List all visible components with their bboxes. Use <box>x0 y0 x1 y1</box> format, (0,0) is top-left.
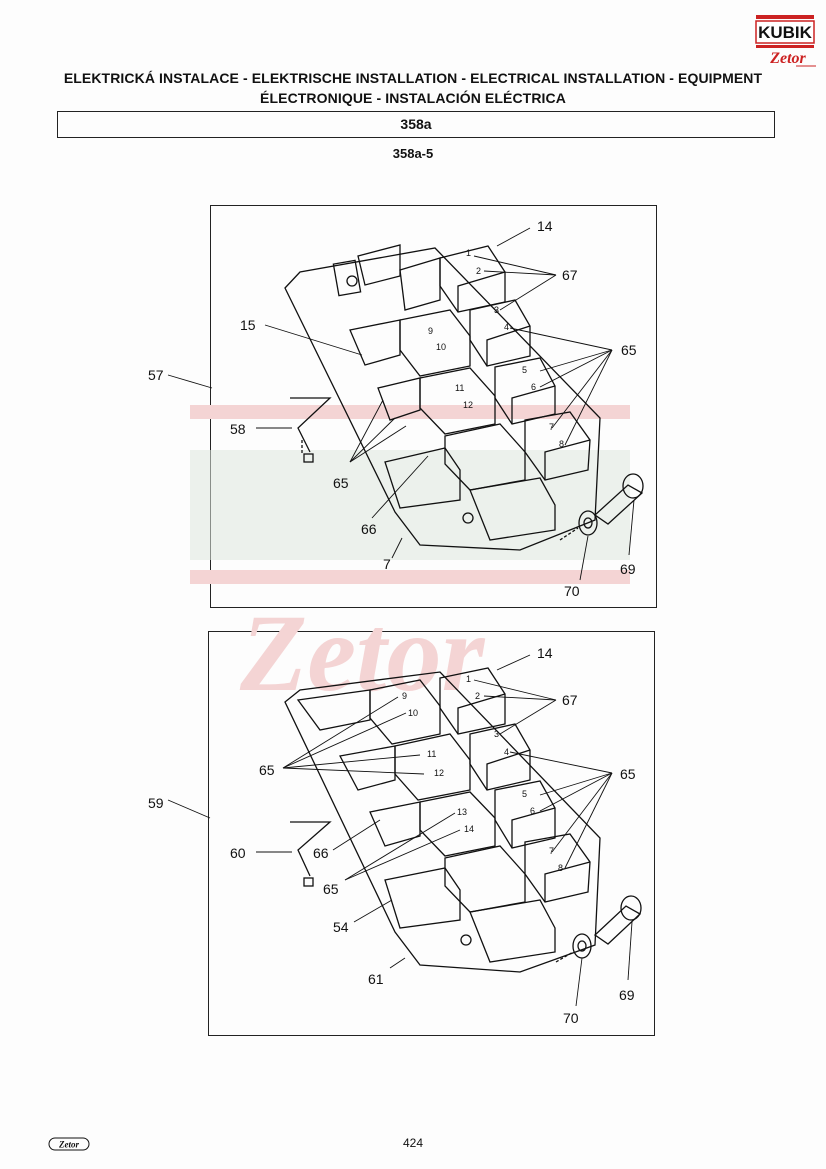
svg-text:6: 6 <box>531 382 536 392</box>
callout-69: 69 <box>620 561 636 577</box>
leaders-top <box>167 227 635 581</box>
callout-54: 54 <box>333 919 349 935</box>
svg-text:4: 4 <box>504 322 509 332</box>
svg-text:3: 3 <box>494 305 499 315</box>
svg-text:3: 3 <box>494 729 499 739</box>
svg-text:10: 10 <box>408 708 418 718</box>
callout-61: 61 <box>368 971 384 987</box>
callout-65b: 65 <box>333 475 349 491</box>
pin-numbers-top: 1 2 3 4 5 6 7 8 9 10 11 12 <box>428 248 564 449</box>
callout-65c: 65 <box>323 881 339 897</box>
svg-text:5: 5 <box>522 789 527 799</box>
page-number: 424 <box>402 1136 424 1150</box>
page-title-line2: ÉLECTRONIQUE - INSTALACIÓN ELÉCTRICA <box>260 90 566 106</box>
callouts-bottom: 14 67 65 65 59 60 66 65 54 61 70 69 <box>148 645 636 1026</box>
svg-text:11: 11 <box>427 749 436 759</box>
svg-text:Zetor: Zetor <box>769 50 806 67</box>
svg-text:1: 1 <box>466 674 471 684</box>
callout-65b: 65 <box>259 762 275 778</box>
callout-14: 14 <box>537 218 553 234</box>
svg-text:4: 4 <box>504 747 509 757</box>
svg-text:6: 6 <box>530 806 535 816</box>
callout-15: 15 <box>240 317 256 333</box>
svg-text:12: 12 <box>434 768 444 778</box>
callout-67: 67 <box>562 267 578 283</box>
svg-text:2: 2 <box>476 266 481 276</box>
svg-text:7: 7 <box>549 846 554 856</box>
callout-66: 66 <box>313 845 329 861</box>
callout-14: 14 <box>537 645 553 661</box>
callout-66: 66 <box>361 521 377 537</box>
figure-code: 358a-5 <box>392 146 434 161</box>
callout-57: 57 <box>148 367 164 383</box>
page-title-line1: ELEKTRICKÁ INSTALACE - ELEKTRISCHE INSTA… <box>63 70 763 86</box>
callout-60: 60 <box>230 845 246 861</box>
callout-65: 65 <box>621 342 637 358</box>
svg-text:7: 7 <box>549 422 554 432</box>
zetor-footer-logo: Zetor <box>48 1137 90 1151</box>
svg-text:12: 12 <box>463 400 473 410</box>
svg-text:10: 10 <box>436 342 446 352</box>
callout-58: 58 <box>230 421 246 437</box>
svg-text:13: 13 <box>457 807 467 817</box>
section-code-box: 358a <box>57 111 775 138</box>
svg-text:5: 5 <box>522 365 527 375</box>
callout-65: 65 <box>620 766 636 782</box>
callouts-top: 14 67 65 15 57 58 65 66 7 70 69 <box>148 218 637 599</box>
callout-59: 59 <box>148 795 164 811</box>
svg-text:14: 14 <box>464 824 474 834</box>
svg-text:11: 11 <box>455 383 464 393</box>
svg-text:1: 1 <box>466 248 471 258</box>
svg-text:9: 9 <box>402 691 407 701</box>
relay-board-bottom <box>284 667 642 973</box>
callout-67: 67 <box>562 692 578 708</box>
svg-text:9: 9 <box>428 326 433 336</box>
callout-7: 7 <box>383 556 391 572</box>
svg-text:2: 2 <box>475 691 480 701</box>
svg-text:KUBIK: KUBIK <box>758 23 813 42</box>
svg-text:8: 8 <box>559 439 564 449</box>
callout-70: 70 <box>564 583 580 599</box>
callout-70: 70 <box>563 1010 579 1026</box>
callout-69: 69 <box>619 987 635 1003</box>
pin-numbers-bottom: 1 2 3 4 5 6 7 8 9 10 11 12 13 14 <box>402 674 563 873</box>
relay-board-top <box>284 244 644 551</box>
svg-text:Zetor: Zetor <box>58 1140 79 1150</box>
kubik-zetor-logo: KUBIK Zetor <box>755 15 816 67</box>
svg-text:8: 8 <box>558 863 563 873</box>
figure-frame-bottom <box>208 631 655 1036</box>
leaders-bottom <box>167 654 633 1007</box>
